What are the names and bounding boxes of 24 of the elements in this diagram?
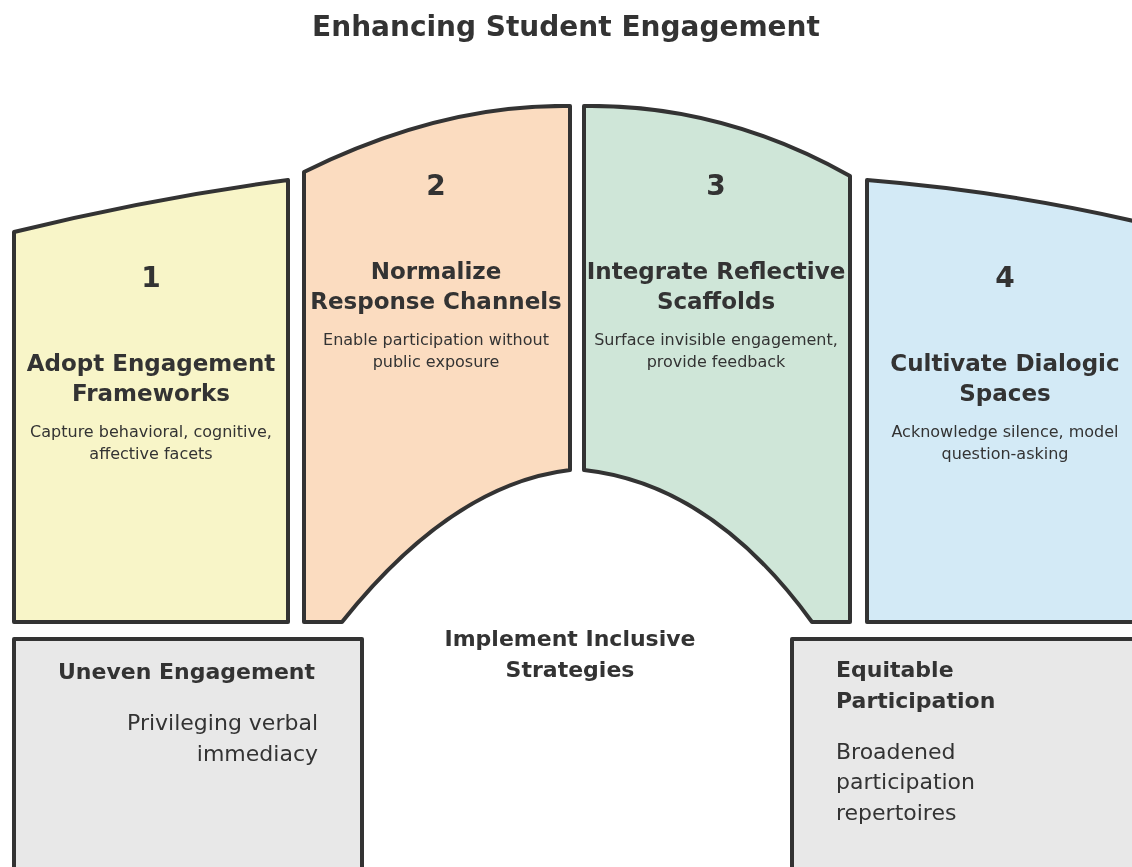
step-description: Enable participation without public exposure: [322, 328, 550, 374]
pillar-card: [302, 104, 572, 624]
step-number: 4: [995, 260, 1015, 295]
step-heading: Integrate Reflective Scaffolds: [586, 257, 846, 316]
step-heading: Normalize Response Channels: [309, 257, 563, 316]
outcome-card: [790, 637, 1132, 867]
outcome-card: [12, 637, 364, 867]
step-number: 3: [706, 168, 726, 203]
pillar-card: [865, 178, 1132, 624]
problem-description: Privileging verbal immediacy: [126, 709, 318, 768]
outcome-description: Broadened participation repertoires: [836, 737, 977, 828]
center-label: Implement Inclusive Strategies: [443, 625, 697, 684]
diagram-title: Enhancing Student Engagement: [311, 9, 821, 45]
step-number: 1: [141, 260, 161, 295]
step-heading: Cultivate Dialogic Spaces: [889, 349, 1121, 408]
pillar-card: [12, 178, 290, 624]
pillar-card: [582, 104, 852, 624]
step-heading: Adopt Engagement Frameworks: [25, 349, 277, 408]
step-number: 2: [426, 168, 446, 203]
outcome-heading: Equitable Participation: [836, 656, 997, 715]
step-description: Surface invisible engagement, provide feedback: [593, 328, 839, 374]
problem-heading: Uneven Engagement: [58, 658, 315, 686]
step-description: Capture behavioral, cognitive, affective facets: [29, 420, 273, 466]
step-description: Acknowledge silence, model question-asking: [890, 420, 1120, 466]
